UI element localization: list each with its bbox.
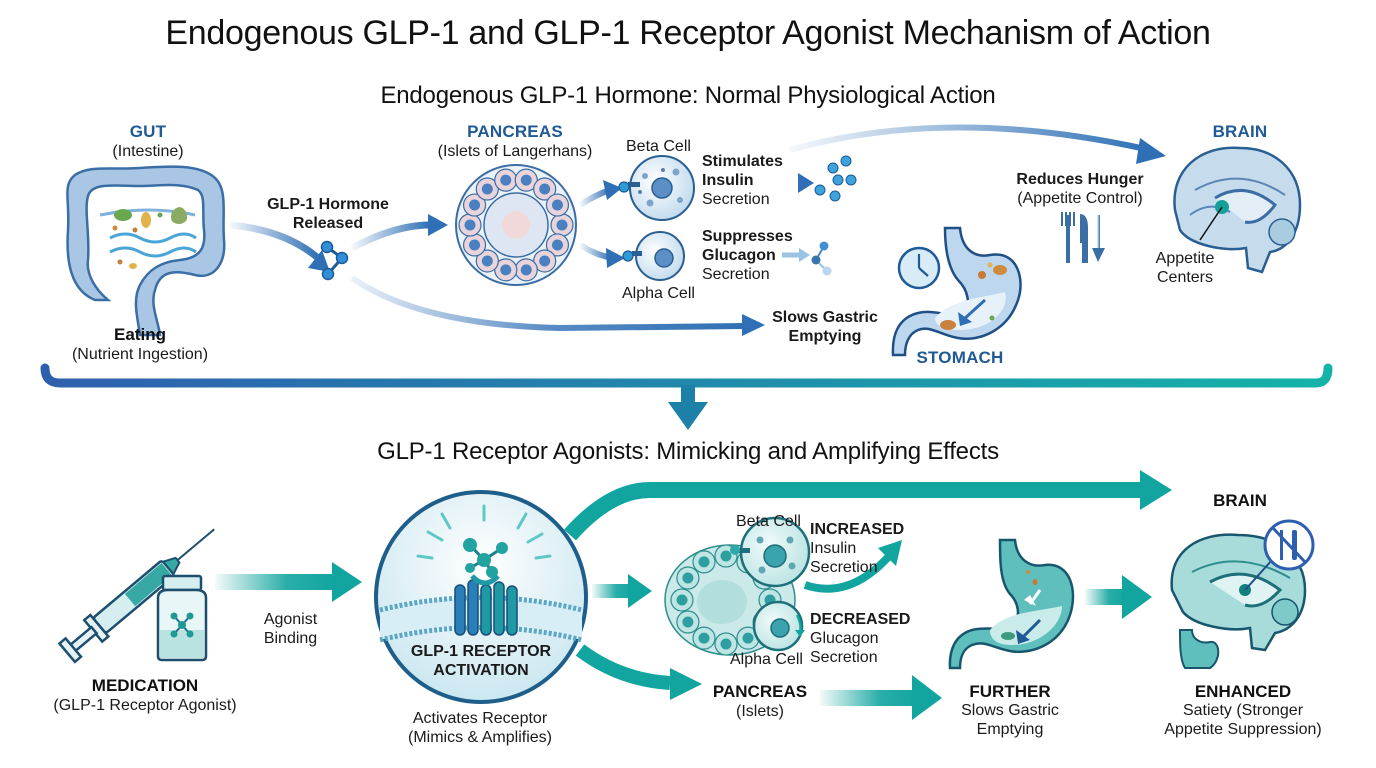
pancreas-islets-label: PANCREAS (Islets) bbox=[712, 682, 808, 720]
eating-label: Eating bbox=[114, 325, 166, 344]
medication-sublabel: (GLP-1 Receptor Agonist) bbox=[53, 697, 237, 714]
islet-icon bbox=[455, 164, 577, 286]
gut-sublabel: (Intestine) bbox=[112, 143, 184, 160]
medication-label: MEDICATION bbox=[91, 676, 199, 695]
pancreas-sublabel: (Islets of Langerhans) bbox=[437, 143, 593, 160]
beta-cell-label: Beta Cell bbox=[626, 138, 691, 155]
insulin-effect-label: Stimulates Insulin Secretion bbox=[702, 153, 783, 208]
receptor-caption: Activates Receptor (Mimics & Amplifies) bbox=[407, 710, 552, 746]
stomach-icon bbox=[948, 538, 1075, 670]
islet-cell-nucleus bbox=[464, 219, 476, 231]
beta-cell-icon bbox=[618, 155, 695, 221]
islet-cell-nucleus bbox=[539, 183, 551, 195]
islet-cell-nucleus bbox=[500, 264, 512, 276]
gut-label: GUT bbox=[129, 122, 167, 141]
receptor-activation-label: GLP-1 RECEPTOR ACTIVATION bbox=[410, 643, 552, 679]
intestine-icon bbox=[66, 165, 226, 337]
islet-cell-nucleus bbox=[720, 638, 732, 650]
alpha-cell-label: Alpha Cell bbox=[730, 651, 803, 668]
syringe-icon bbox=[57, 528, 215, 664]
islet-cell-nucleus bbox=[469, 199, 481, 211]
islet-cell-nucleus bbox=[698, 632, 710, 644]
decreased-glucagon-label: DECREASED Glucagon Secretion bbox=[810, 611, 911, 666]
pancreas-label-group: PANCREAS (Islets of Langerhans) bbox=[420, 122, 610, 161]
gut-label-group: GUT (Intestine) bbox=[98, 122, 198, 161]
arrow-head bbox=[308, 250, 330, 272]
medication-label-group: MEDICATION (GLP-1 Receptor Agonist) bbox=[30, 676, 260, 715]
brain-icon bbox=[1173, 146, 1302, 274]
islet-cell-nucleus bbox=[469, 239, 481, 251]
appetite-centers-label: Appetite Centers bbox=[1155, 250, 1215, 286]
beta-cell-label: Beta Cell bbox=[736, 513, 801, 530]
alpha-cell-icon bbox=[752, 600, 804, 652]
pancreas-label: PANCREAS bbox=[467, 122, 563, 141]
glucagon-effect-label: Suppresses Glucagon Secretion bbox=[702, 228, 793, 283]
islet-cell-nucleus bbox=[500, 174, 512, 186]
islet-cell-nucleus bbox=[720, 550, 732, 562]
increased-insulin-label: INCREASED Insulin Secretion bbox=[810, 521, 905, 576]
vial-icon bbox=[156, 574, 208, 662]
arrow-head bbox=[332, 562, 362, 602]
alpha-cell-label: Alpha Cell bbox=[622, 285, 695, 302]
fork-knife-down-icon bbox=[1061, 212, 1105, 263]
page-title: Endogenous GLP-1 and GLP-1 Receptor Agon… bbox=[165, 14, 1211, 52]
islet-cell-nucleus bbox=[520, 264, 532, 276]
stomach-icon bbox=[891, 226, 1022, 357]
enhanced-satiety-label: ENHANCED Satiety (Stronger Appetite Supp… bbox=[1164, 682, 1322, 738]
clock-icon bbox=[897, 246, 941, 290]
further-gastric-label: FURTHER Slows Gastric Emptying bbox=[961, 682, 1059, 738]
islet-cell-nucleus bbox=[539, 255, 551, 267]
islet-cell-nucleus bbox=[682, 616, 694, 628]
brain-label: BRAIN bbox=[1212, 122, 1268, 141]
eating-label-group: Eating (Nutrient Ingestion) bbox=[40, 325, 240, 364]
islet-cell-nucleus bbox=[742, 632, 754, 644]
molecule-icon bbox=[320, 240, 349, 281]
islet-cell-nucleus bbox=[676, 594, 688, 606]
down-arrow bbox=[668, 402, 708, 430]
islet-cell-nucleus bbox=[551, 199, 563, 211]
agonist-binding-label: Agonist Binding bbox=[263, 611, 318, 647]
brain-label: BRAIN bbox=[1213, 491, 1267, 510]
eating-sublabel: (Nutrient Ingestion) bbox=[71, 346, 209, 363]
islet-cell-nucleus bbox=[682, 572, 694, 584]
islet-cell-nucleus bbox=[520, 174, 532, 186]
glucagon-molecule-icon bbox=[811, 241, 832, 276]
section-heading-endogenous: Endogenous GLP-1 Hormone: Normal Physiol… bbox=[380, 82, 996, 109]
reduces-hunger-label: Reduces Hunger (Appetite Control) bbox=[1016, 171, 1144, 207]
section-bracket bbox=[40, 363, 1333, 388]
no-eating-icon bbox=[1263, 519, 1315, 571]
islet-cell-nucleus bbox=[698, 556, 710, 568]
islet-cell-nucleus bbox=[551, 239, 563, 251]
islet-cell-nucleus bbox=[481, 183, 493, 195]
stomach-label: STOMACH bbox=[916, 348, 1004, 367]
receptor-icon bbox=[374, 490, 588, 704]
section-heading-agonists: GLP-1 Receptor Agonists: Mimicking and A… bbox=[377, 438, 999, 465]
alpha-cell-icon bbox=[622, 231, 685, 281]
islet-cell-nucleus bbox=[556, 219, 568, 231]
hormone-released-label: GLP-1 Hormone Released bbox=[267, 196, 389, 232]
gastric-emptying-label: Slows Gastric Emptying bbox=[772, 309, 878, 345]
islet-cell-nucleus bbox=[481, 255, 493, 267]
beta-cell-icon bbox=[730, 516, 811, 588]
insulin-particles-icon bbox=[814, 155, 857, 202]
